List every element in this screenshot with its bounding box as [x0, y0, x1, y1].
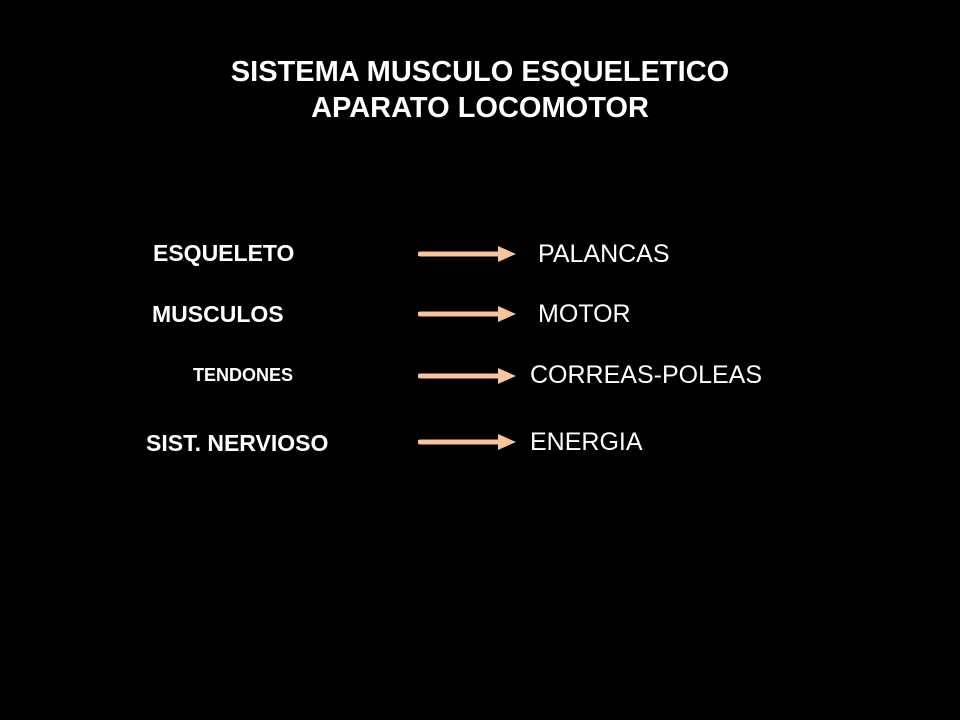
row-right-label: MOTOR — [538, 300, 631, 328]
row-left-label: TENDONES — [193, 365, 294, 385]
row-left-label: SIST. NERVIOSO — [146, 430, 329, 456]
arrow-right-icon — [418, 306, 516, 322]
row-right-label: CORREAS-POLEAS — [530, 361, 763, 389]
slide-title-line-1: SISTEMA MUSCULO ESQUELETICO — [230, 56, 730, 88]
slide-title-line-2: APARATO LOCOMOTOR — [311, 92, 649, 124]
row-right-label: PALANCAS — [538, 240, 670, 268]
row-left-label: MUSCULOS — [152, 301, 284, 327]
arrow-right-icon — [418, 246, 516, 262]
row-right-label: ENERGIA — [530, 428, 643, 456]
row-left-label: ESQUELETO — [153, 240, 295, 266]
arrow-right-icon — [418, 368, 516, 384]
arrow-right-icon — [418, 434, 516, 450]
